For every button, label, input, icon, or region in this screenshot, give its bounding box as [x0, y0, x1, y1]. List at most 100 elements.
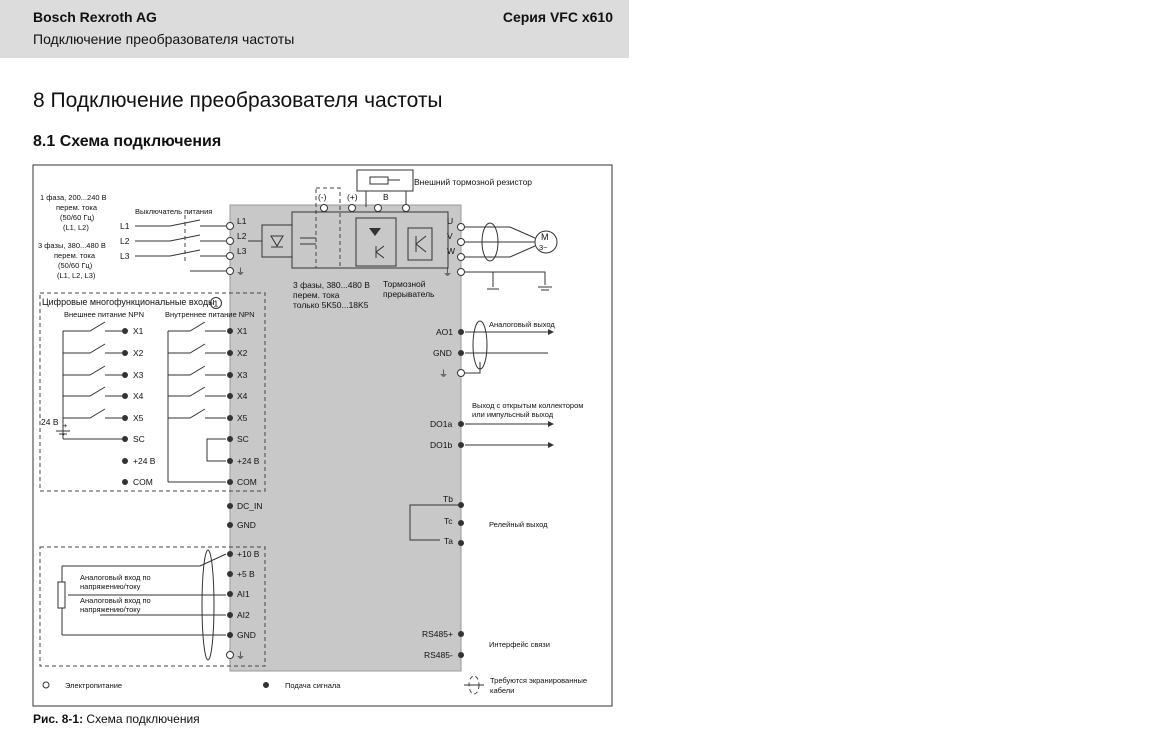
ground-icon-analog: ⏚ — [236, 651, 245, 661]
internal-supply-label: Внутреннее питание NPN — [165, 310, 255, 319]
supply-1ph-line1: 1 фаза, 200...240 В — [40, 193, 107, 202]
brake-chopper-block — [355, 217, 397, 267]
left-24v-label: +24 В — [133, 456, 156, 466]
page-header: Bosch Rexroth AG Серия VFC x610 Подключе… — [0, 0, 629, 58]
left-sc-label: SC — [133, 434, 145, 444]
analog-in2-line1: Аналоговый вход по — [80, 596, 151, 605]
inner-com-label: COM — [237, 477, 257, 487]
potentiometer-icon — [57, 581, 66, 609]
dc-note-line1: 3 фазы, 380...480 В — [293, 280, 370, 290]
marker-number: 1 — [214, 299, 219, 309]
inner-x4-label: X4 — [237, 391, 248, 401]
chapter-title: 8 Подключение преобразователя частоты — [33, 89, 443, 112]
analog-10v-label: +10 В — [237, 549, 260, 559]
figure-caption-label: Рис. 8-1: — [33, 712, 84, 726]
company-name: Bosch Rexroth AG — [33, 9, 157, 25]
header-subtitle: Подключение преобразователя частоты — [33, 31, 295, 47]
inner-l1-label: L1 — [237, 216, 247, 226]
right-do1b-label: DO1b — [430, 440, 452, 450]
legend-shield-line2: кабели — [490, 686, 514, 695]
ground-icon-ao: ⏚ — [439, 369, 448, 379]
comm-interface-label: Интерфейс связи — [489, 640, 550, 649]
right-ao1-label: AO1 — [436, 327, 453, 337]
brake-resistor-label: Внешний тормозной резистор — [414, 177, 532, 187]
supply-1ph-line3: (50/60 Гц) — [60, 213, 95, 222]
analog-ai2-label: AI2 — [237, 610, 250, 620]
dc-note-line3: только 5K50...18K5 — [293, 300, 369, 310]
left-x3-label: X3 — [133, 370, 144, 380]
rs485-plus-label: RS485+ — [422, 629, 453, 639]
motor-m-label: M — [541, 232, 549, 242]
legend-shield-line1: Требуются экранированные — [490, 676, 587, 685]
rs485-minus-label: RS485- — [424, 650, 453, 660]
left-x2-label: X2 — [133, 348, 144, 358]
series-name: Серия VFC x610 — [502, 9, 613, 25]
section-title: 8.1 Схема подключения — [33, 133, 222, 150]
digital-inputs-box — [39, 292, 266, 492]
inner-l2-label: L2 — [237, 231, 247, 241]
output-w-label: W — [447, 246, 455, 256]
figure-caption-text: Схема подключения — [86, 712, 200, 726]
analog-in1-line1: Аналоговый вход по — [80, 573, 151, 582]
chopper-label-line1: Тормозной — [383, 279, 426, 289]
supply-3ph-line1: 3 фазы, 380...480 В — [38, 241, 106, 250]
dc-note-line2: перем. тока — [293, 290, 340, 300]
inner-sc-label: SC — [237, 434, 249, 444]
power-legend-icon — [42, 681, 50, 689]
relay-tb-label: Tb — [443, 494, 453, 504]
motor-icon — [534, 230, 558, 254]
inner-x3-label: X3 — [237, 370, 248, 380]
motor-phase-label: 3~ — [539, 243, 548, 252]
battery-24v-label: 24 В — [41, 417, 59, 427]
resistor-icon — [369, 176, 389, 185]
digital-inputs-title: Цифровые многофункциональные входы — [42, 297, 215, 307]
drive-body — [229, 204, 462, 672]
relay-ta-label: Ta — [444, 536, 453, 546]
relay-tc-label: Tc — [444, 516, 453, 526]
left-x5-label: X5 — [133, 413, 144, 423]
output-u-label: U — [447, 216, 453, 226]
inner-gnd-label: GND — [237, 520, 256, 530]
signal-legend-icon — [263, 682, 269, 688]
analog-gnd-label: GND — [237, 630, 256, 640]
breaker-label: Выключатель питания — [135, 207, 212, 216]
input-l2-label: L2 — [120, 236, 130, 246]
inner-dcin-label: DC_IN — [237, 501, 263, 511]
right-do1a-label: DO1a — [430, 419, 452, 429]
legend-signal-label: Подача сигнала — [285, 681, 341, 690]
diagram-frame — [32, 164, 613, 707]
supply-3ph-line3: (50/60 Гц) — [58, 261, 93, 270]
dc-plus-label: (+) — [347, 192, 358, 202]
chopper-label-line2: прерыватель — [383, 289, 435, 299]
left-x4-label: X4 — [133, 391, 144, 401]
ground-icon-output: ⏚ — [443, 268, 452, 278]
output-v-label: V — [447, 231, 453, 241]
external-supply-label: Внешнее питание NPN — [64, 310, 144, 319]
inner-x2-label: X2 — [237, 348, 248, 358]
open-collector-line2: или импульсный выход — [472, 410, 554, 419]
analog-in1-line2: напряжению/току — [80, 582, 141, 591]
input-l3-label: L3 — [120, 251, 130, 261]
legend-power-label: Электропитание — [65, 681, 122, 690]
analog-5v-label: +5 В — [237, 569, 255, 579]
left-com-label: COM — [133, 477, 153, 487]
inner-x5-label: X5 — [237, 413, 248, 423]
right-gnd-label: GND — [433, 348, 452, 358]
ground-icon-input: ⏚ — [236, 267, 245, 277]
analog-inputs-box — [39, 546, 266, 667]
dc-link — [291, 211, 449, 269]
inner-24v-label: +24 В — [237, 456, 260, 466]
supply-1ph-line4: (L1, L2) — [63, 223, 89, 232]
inner-x1-label: X1 — [237, 326, 248, 336]
supply-1ph-line2: перем. тока — [56, 203, 98, 212]
battery-plus-label: + — [63, 421, 68, 430]
brake-resistor-box — [356, 169, 414, 192]
supply-3ph-line4: (L1, L2, L3) — [57, 271, 96, 280]
inverter-block — [407, 227, 433, 261]
dc-b-label: B — [383, 192, 389, 202]
left-x1-label: X1 — [133, 326, 144, 336]
analog-ai1-label: AI1 — [237, 589, 250, 599]
supply-3ph-line2: перем. тока — [54, 251, 96, 260]
open-collector-line1: Выход с открытым коллектором — [472, 401, 583, 410]
